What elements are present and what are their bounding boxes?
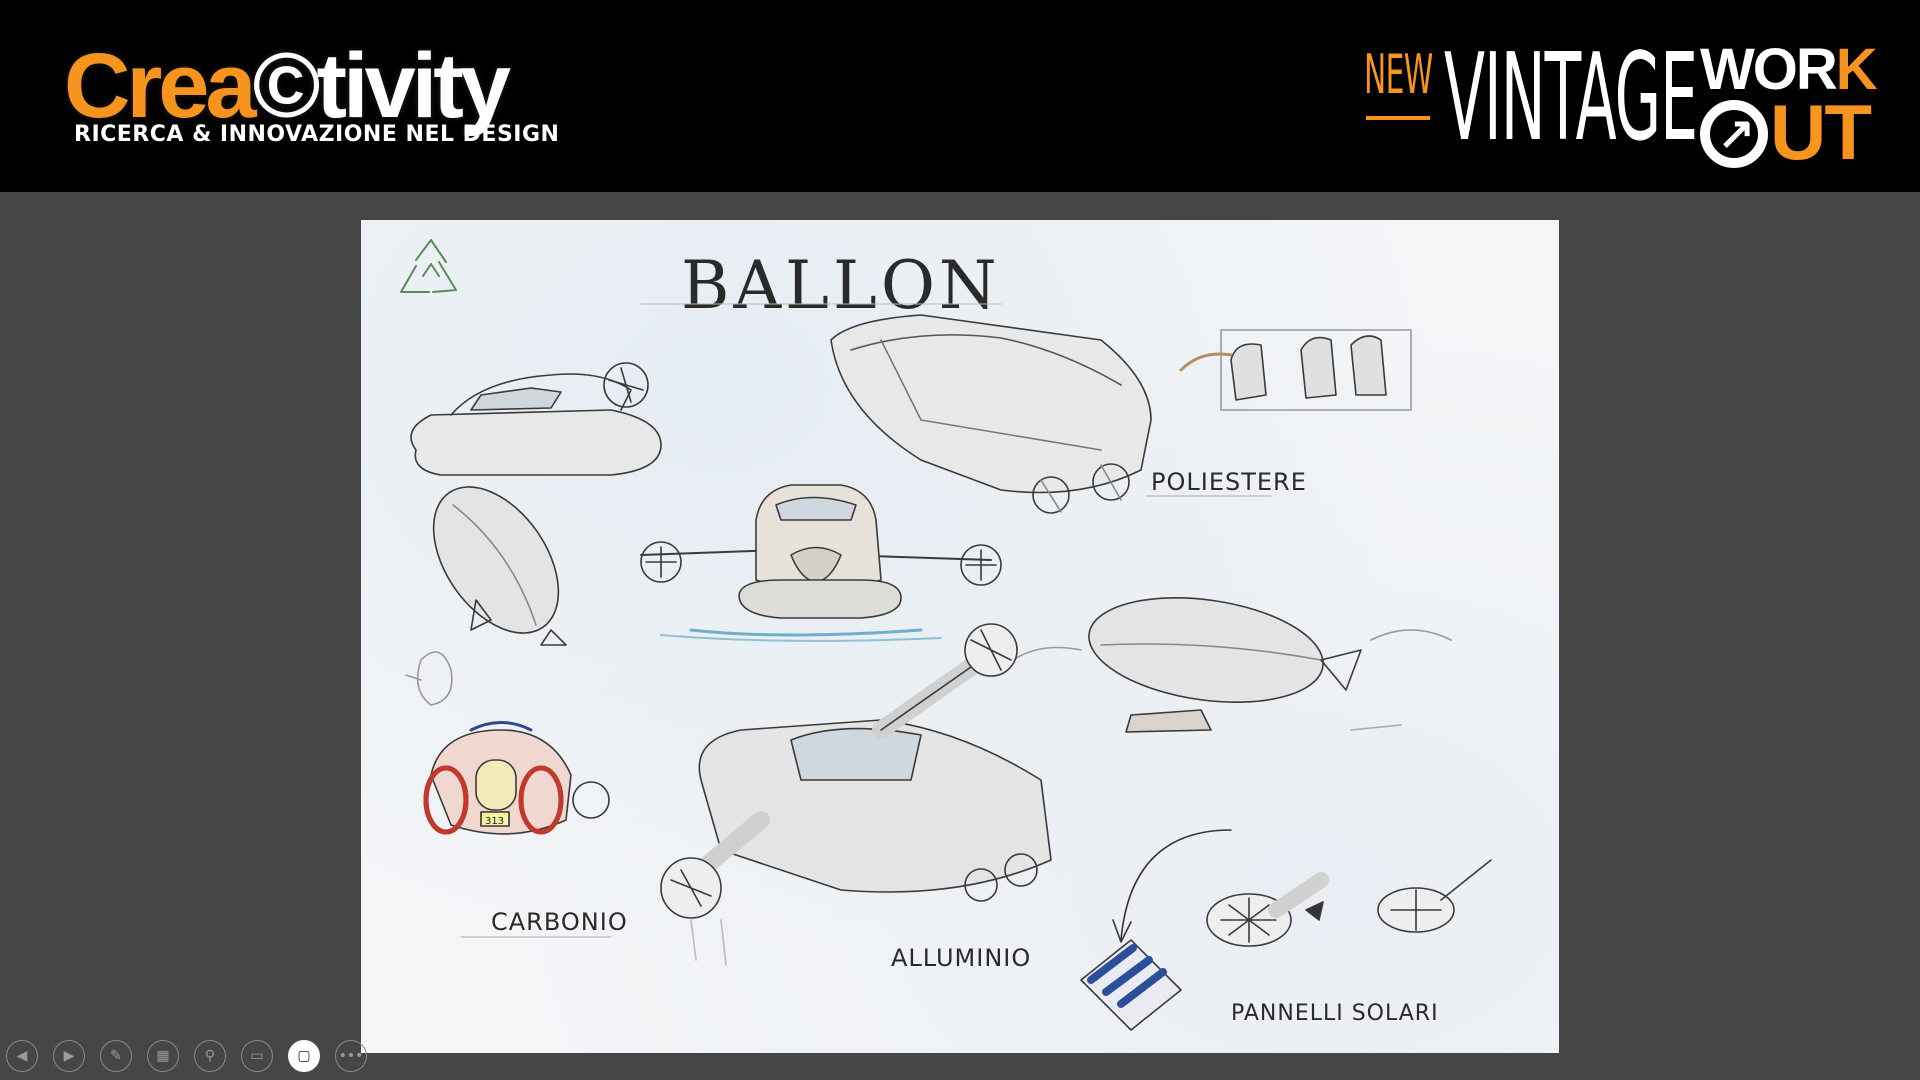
- zoom-icon: ⚲: [204, 1048, 216, 1064]
- poliestere-label: POLIESTERE: [1151, 468, 1307, 496]
- previous-slide-icon: ◀: [16, 1048, 28, 1064]
- solar-panel-sketch: [1080, 939, 1182, 1031]
- next-slide-button[interactable]: ▶: [53, 1040, 85, 1072]
- new-vintage-vintage: VINTAGE: [1444, 29, 1698, 168]
- pannelli-solari-label: PANNELLI SOLARI: [1231, 1001, 1439, 1026]
- more-options-button[interactable]: •••: [335, 1040, 367, 1072]
- car-plate: 313: [485, 816, 504, 827]
- central-drone-car-sketch: [640, 484, 1002, 642]
- logo-wordmark: Crea©tivity: [64, 35, 512, 137]
- sketch-drawing: BALLON: [400, 239, 1492, 1031]
- blimp-sketch-small: [432, 486, 567, 646]
- next-slide-icon: ▶: [63, 1048, 75, 1064]
- workout-work-white: WOR: [1700, 37, 1838, 102]
- new-vintage-logo: NEW VINTAGE: [1364, 36, 1698, 162]
- logo-subtitle: RICERCA & INNOVAZIONE NEL DESIGN: [74, 122, 560, 147]
- alluminio-label: ALLUMINIO: [891, 944, 1031, 972]
- pen-icon: ✎: [110, 1048, 122, 1064]
- presentation-controls: ◀ ▶ ✎ ▦ ⚲ ▭ ▢ •••: [6, 1040, 376, 1074]
- carbonio-label: CARBONIO: [491, 908, 628, 936]
- logo-word-part1: Crea: [64, 35, 257, 137]
- character-doodle: [405, 651, 453, 706]
- more-options-icon: •••: [338, 1048, 364, 1064]
- workout-work: WORK: [1700, 37, 1878, 102]
- sketch-slide: BALLON: [361, 220, 1559, 1053]
- logo-word-part2: ©tivity: [252, 35, 512, 137]
- new-vintage-underline: [1366, 116, 1430, 120]
- workout-arrow-circle-icon: [1700, 100, 1768, 169]
- zoom-button[interactable]: ⚲: [194, 1040, 226, 1072]
- workout-work-orange: K: [1835, 37, 1878, 102]
- bottom-flying-car-sketch: [660, 623, 1052, 966]
- interior-seats-sketch: [1179, 329, 1412, 411]
- red-vintage-car-sketch: 313: [423, 721, 610, 835]
- solar-propeller-sketch: [1080, 829, 1492, 1031]
- see-all-slides-icon: ▦: [156, 1048, 170, 1064]
- workout-logo: WORK UT: [1700, 37, 1890, 172]
- workout-out-text: UT: [1770, 88, 1872, 176]
- new-vintage-new: NEW: [1364, 43, 1433, 106]
- sketch-title: BALLON: [681, 247, 1001, 324]
- see-all-slides-button[interactable]: ▦: [147, 1040, 179, 1072]
- creactivity-logo: Crea©tivity RICERCA & INNOVAZIONE NEL DE…: [64, 35, 560, 156]
- previous-slide-button[interactable]: ◀: [6, 1040, 38, 1072]
- top-van-sketch: [830, 314, 1152, 514]
- recycle-icon: [400, 239, 457, 293]
- camera-icon: ▢: [297, 1048, 311, 1064]
- pen-tool-button[interactable]: ✎: [100, 1040, 132, 1072]
- hovercraft-sketch: [410, 362, 662, 476]
- camera-button[interactable]: ▢: [288, 1040, 320, 1072]
- header-bar: Crea©tivity RICERCA & INNOVAZIONE NEL DE…: [0, 0, 1920, 192]
- subtitles-button[interactable]: ▭: [241, 1040, 273, 1072]
- workout-out: UT: [1700, 92, 1872, 172]
- subtitles-icon: ▭: [250, 1048, 264, 1064]
- blimp-sketch-large: [1000, 597, 1452, 733]
